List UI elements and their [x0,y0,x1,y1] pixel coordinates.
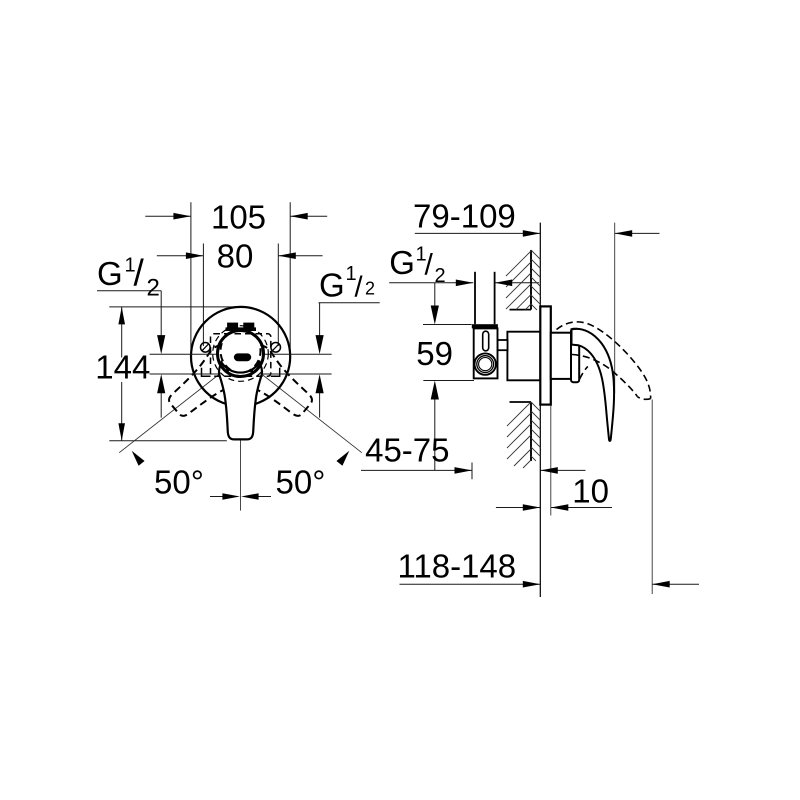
dim-label-79-109: 79-109 [413,197,516,234]
rough-in-body [472,327,542,382]
svg-text:1: 1 [416,244,427,266]
escutcheon-side [539,305,552,406]
wall-section [505,222,541,597]
dim-label-80: 80 [217,238,254,275]
union-nut [473,352,497,376]
lever-raised-dashed [555,321,652,401]
svg-text:2: 2 [147,274,160,301]
top-bracket [225,322,256,331]
svg-text:/: / [355,272,364,304]
svg-text:1: 1 [346,263,357,285]
wall-hatching-lower [506,401,541,469]
side-view: 79-109 59 45-75 10 118-148 G 1 / 2 [361,197,699,597]
mounting-screw-left [199,341,211,353]
housing-corner-right [270,367,281,377]
front-view: 105 80 144 50° 50° G 1 / 2 G 1 / 2 [95,198,380,511]
svg-text:G: G [389,244,415,281]
screw-slot [481,330,490,352]
dim-label-144: 144 [95,349,150,386]
lever-tip-extensions [550,222,653,594]
svg-text:G: G [97,255,123,292]
wall-opening-edges [509,308,531,403]
svg-text:2: 2 [435,265,446,287]
dim-label-angle-left: 50° [154,463,204,500]
connector-tab [496,339,509,352]
lever-handle-side [570,327,616,442]
dim-label-59: 59 [416,335,453,372]
thread-label-side: G 1 / 2 [389,244,445,288]
svg-text:G: G [319,266,345,303]
mounting-screw-right [270,341,282,353]
dim-label-105: 105 [211,198,266,235]
dim-label-10: 10 [572,473,609,510]
thread-label-front-right: G 1 / 2 [319,263,375,304]
outlet-slot [233,353,252,362]
pivot-dot-right [249,368,253,373]
svg-text:2: 2 [365,279,375,299]
pivot-dot-left [225,368,229,373]
valve-block [506,330,542,382]
side-dimension-lines [361,232,699,585]
dim-label-angle-right: 50° [276,463,326,500]
svg-text:1: 1 [125,255,136,277]
outlet-stubs [149,353,332,375]
supply-pipe [471,271,498,329]
thread-label-front-left: G 1 / 2 [97,252,160,301]
dim-label-118-148: 118-148 [397,548,516,585]
svg-text:/: / [134,252,145,293]
cartridge-cap [549,331,572,380]
dim-label-45-75: 45-75 [365,432,449,469]
svg-text:/: / [425,249,434,282]
housing-corner-left [200,367,211,377]
wall-hatching-upper [505,249,541,311]
